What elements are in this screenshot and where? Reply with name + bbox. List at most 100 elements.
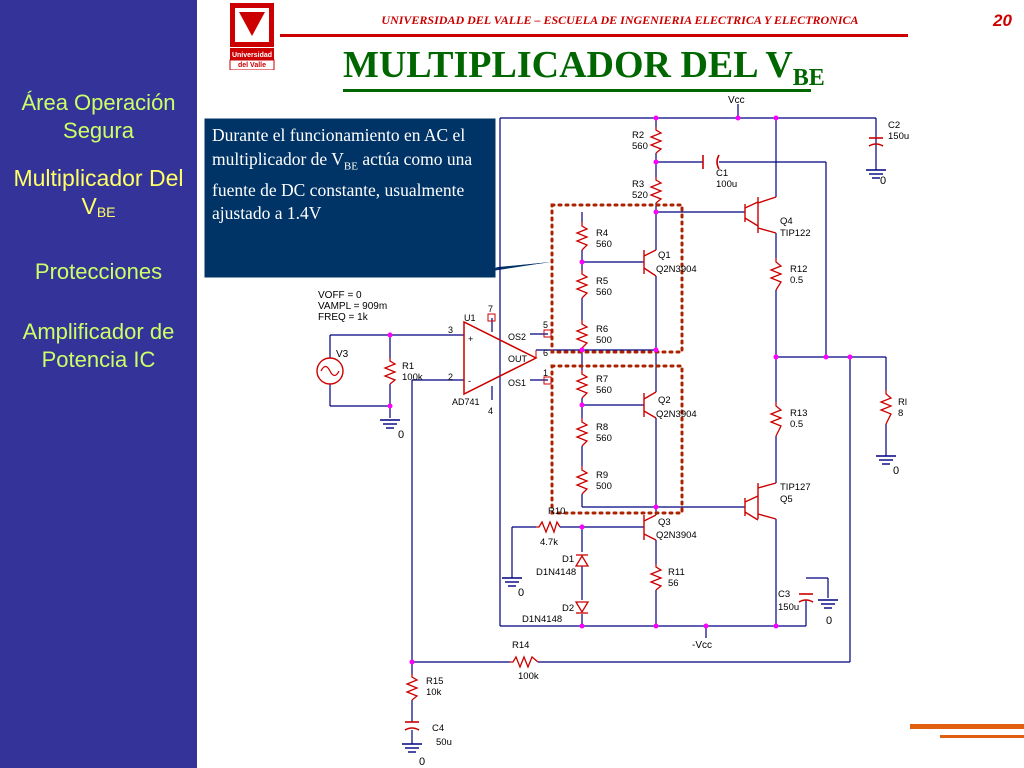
svg-text:Q3: Q3: [658, 517, 671, 528]
svg-text:R14: R14: [512, 640, 529, 651]
callout-text: Durante el funcionamiento en AC el multi…: [212, 124, 492, 226]
opamp-pins: [487, 313, 552, 385]
svg-text:TIP122: TIP122: [780, 228, 811, 239]
capacitors: [404, 137, 884, 731]
sidebar-item-multiplicador-sub: BE: [96, 204, 116, 220]
svg-text:R9: R9: [596, 470, 608, 481]
svg-text:C3: C3: [778, 589, 790, 600]
svg-text:150u: 150u: [778, 602, 799, 613]
svg-text:C4: C4: [432, 723, 444, 734]
svg-text:V3: V3: [336, 349, 349, 360]
svg-text:Q5: Q5: [780, 494, 793, 505]
svg-text:AD741: AD741: [452, 397, 480, 407]
sidebar-item-multiplicador[interactable]: Multiplicador Del VBE: [0, 164, 197, 226]
svg-text:R13: R13: [790, 408, 807, 419]
svg-text:Q2N3904: Q2N3904: [656, 409, 697, 420]
svg-text:R5: R5: [596, 276, 608, 287]
callout-sub: BE: [343, 160, 358, 172]
page-number: 20: [993, 11, 1012, 30]
svg-text:R15: R15: [426, 676, 443, 687]
transistors: [643, 196, 777, 541]
svg-text:Q1: Q1: [658, 250, 671, 261]
svg-text:Q4: Q4: [780, 216, 793, 227]
svg-text:D1: D1: [562, 554, 574, 565]
svg-text:500: 500: [596, 481, 612, 492]
svg-text:10k: 10k: [426, 687, 442, 698]
svg-text:0: 0: [826, 615, 832, 627]
svg-text:OUT: OUT: [508, 354, 528, 364]
svg-text:560: 560: [596, 239, 612, 250]
opamp-ad741: [463, 320, 538, 396]
svg-text:0: 0: [419, 756, 425, 768]
opamp-labels: U1 AD741 3 2 7 4 5 6 1 OS2 OUT OS1 + -: [448, 304, 548, 416]
svg-text:R10: R10: [548, 506, 565, 517]
svg-text:0.5: 0.5: [790, 275, 803, 286]
wires: [329, 104, 887, 744]
svg-text:0: 0: [398, 429, 404, 441]
svg-text:OS2: OS2: [508, 332, 526, 342]
sidebar-item-amplificador[interactable]: Amplificador de Potencia IC: [22, 319, 175, 372]
title-main: MULTIPLICADOR DEL V: [343, 44, 793, 86]
svg-text:0: 0: [880, 175, 886, 187]
svg-text:520: 520: [632, 190, 648, 201]
svg-text:R11: R11: [668, 567, 685, 578]
svg-text:100k: 100k: [402, 372, 423, 383]
svg-text:150u: 150u: [888, 131, 909, 142]
callout-pre: Durante el funcionamiento en AC el multi…: [212, 125, 466, 169]
neg-vcc-label: -Vcc: [692, 640, 712, 651]
svg-text:500: 500: [596, 335, 612, 346]
svg-text:0: 0: [893, 465, 899, 477]
svg-text:VOFF = 0: VOFF = 0: [318, 290, 362, 301]
svg-text:0: 0: [518, 587, 524, 599]
title-sub: BE: [792, 65, 825, 91]
multiplier-dotted-boxes: [550, 203, 684, 515]
ground-labels: 0 0 0 0 0 0: [398, 175, 899, 768]
svg-text:R2: R2: [632, 130, 644, 141]
diodes: [574, 554, 590, 614]
sidebar-item-multiplicador-label: Multiplicador Del V: [13, 165, 184, 219]
svg-text:Q2N3904: Q2N3904: [656, 530, 697, 541]
svg-text:R8: R8: [596, 422, 608, 433]
sidebar-item-area-operacion[interactable]: Área Operación Segura: [21, 90, 176, 143]
svg-text:C2: C2: [888, 120, 900, 131]
svg-text:2: 2: [448, 372, 453, 382]
svg-text:FREQ = 1k: FREQ = 1k: [318, 312, 369, 323]
header-institution: UNIVERSIDAD DEL VALLE – ESCUELA DE INGEN…: [381, 13, 859, 27]
source-params: VOFF = 0 VAMPL = 909m FREQ = 1k V3: [318, 290, 387, 360]
svg-text:3: 3: [448, 325, 453, 335]
sidebar-item-protecciones[interactable]: Protecciones: [34, 259, 163, 284]
sidebar: Área Operación Segura Multiplicador Del …: [0, 0, 197, 768]
svg-text:D1N4148: D1N4148: [522, 614, 562, 625]
svg-text:-: -: [468, 376, 471, 386]
svg-text:560: 560: [596, 385, 612, 396]
svg-text:R1: R1: [402, 361, 414, 372]
svg-text:Q2: Q2: [658, 395, 671, 406]
logo-line2: del Valle: [238, 62, 266, 69]
logo-line1: Universidad: [232, 52, 272, 59]
svg-text:Rl: Rl: [898, 397, 907, 408]
svg-text:560: 560: [632, 141, 648, 152]
svg-text:R3: R3: [632, 179, 644, 190]
svg-text:R4: R4: [596, 228, 608, 239]
svg-text:4.7k: 4.7k: [540, 537, 558, 548]
svg-text:560: 560: [596, 433, 612, 444]
vcc-label: Vcc: [728, 95, 745, 106]
callout-box: [203, 117, 552, 279]
svg-text:100k: 100k: [518, 671, 539, 682]
voltage-source-v3: [316, 357, 344, 385]
svg-text:U1: U1: [464, 313, 476, 323]
svg-text:8: 8: [898, 408, 903, 419]
svg-text:R7: R7: [596, 374, 608, 385]
page-title: MULTIPLICADOR DEL VBE: [343, 43, 825, 100]
ground-symbols: [380, 169, 896, 753]
title-underline: [343, 89, 811, 92]
svg-text:50u: 50u: [436, 737, 452, 748]
footer-rule-2: [940, 735, 1024, 738]
svg-text:Q2N3904: Q2N3904: [656, 264, 697, 275]
svg-text:VAMPL = 909m: VAMPL = 909m: [318, 301, 387, 312]
svg-text:4: 4: [488, 406, 493, 416]
footer-rule-1: [910, 724, 1024, 729]
svg-text:D2: D2: [562, 603, 574, 614]
resistors: [383, 127, 893, 701]
